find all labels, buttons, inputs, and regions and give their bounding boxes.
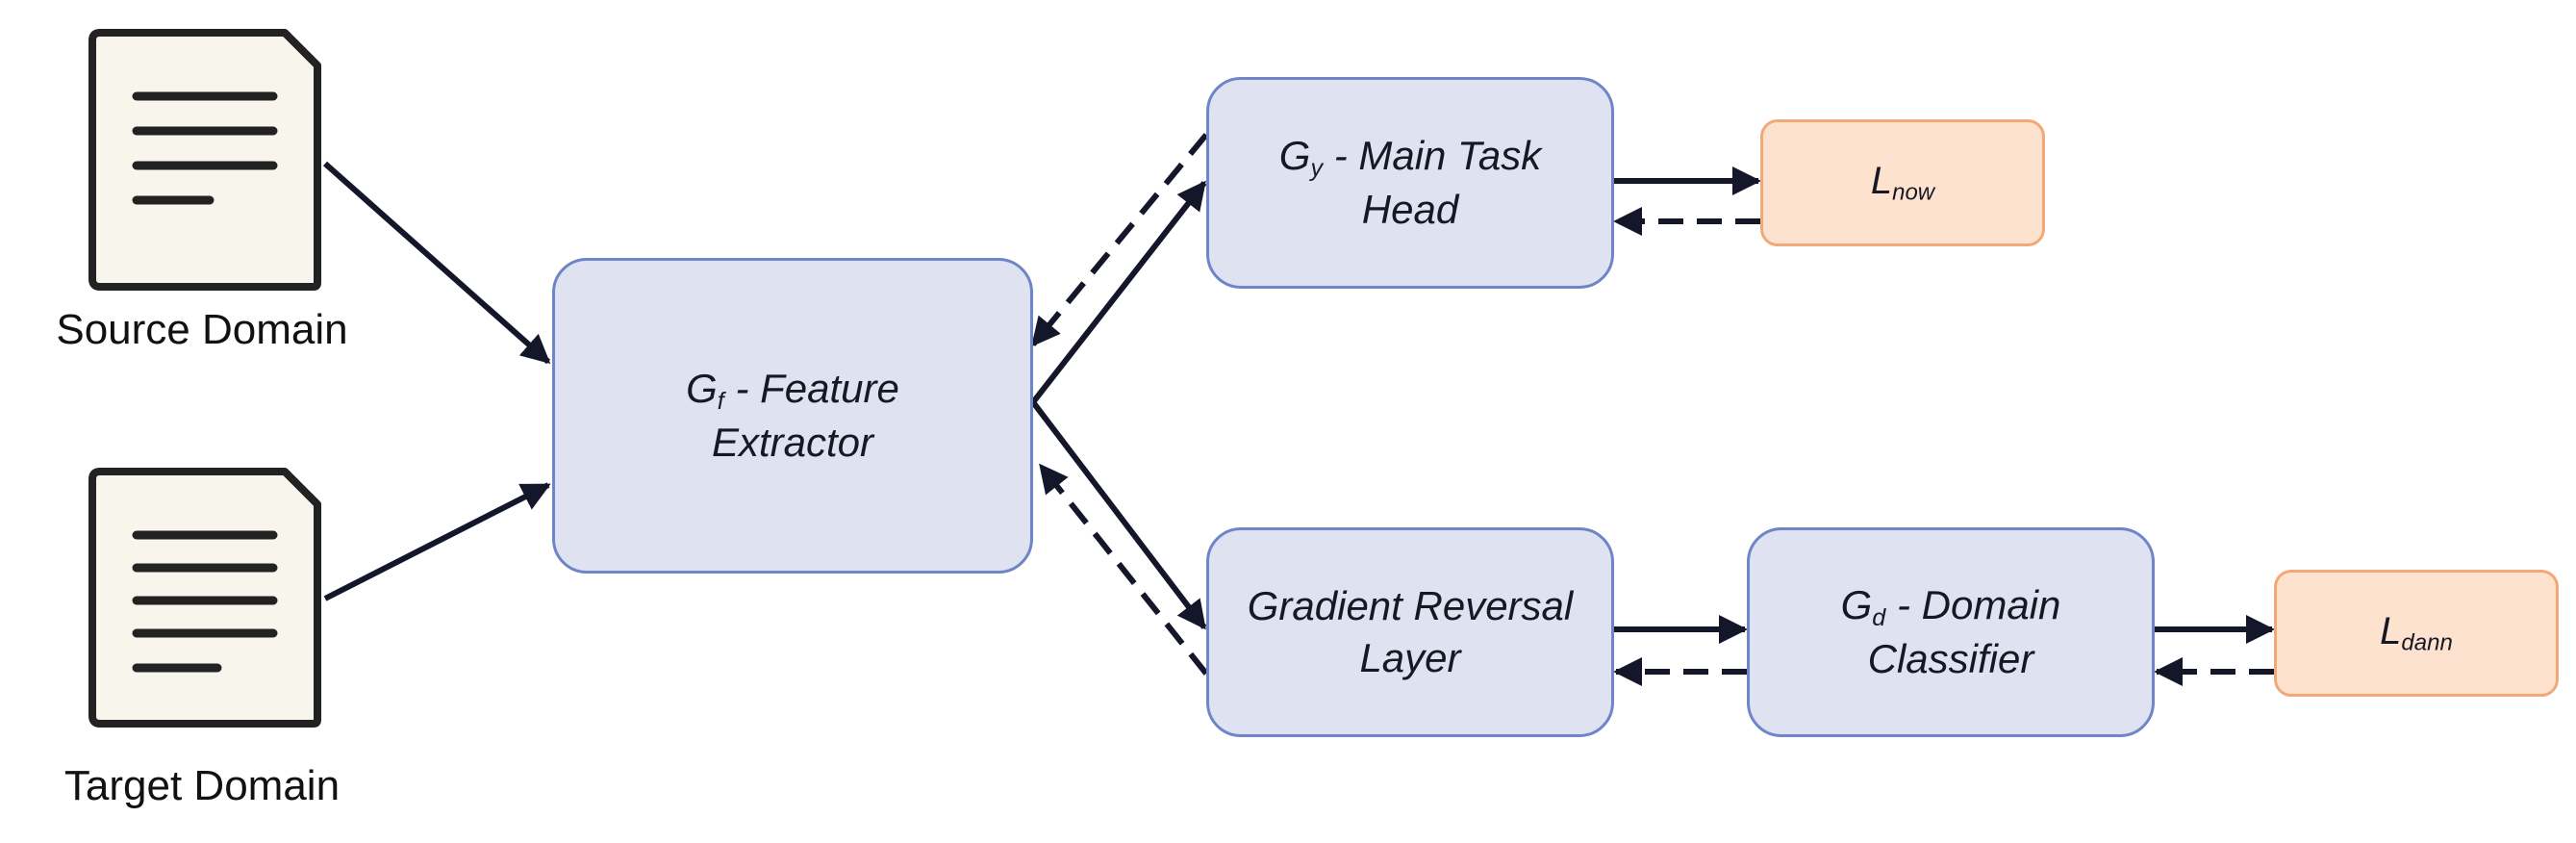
- feature-extractor-node: Gf - Feature Extractor: [552, 258, 1033, 574]
- main-task-head-node: Gy - Main Task Head: [1206, 77, 1614, 289]
- main-task-head-line2: Head: [1361, 187, 1459, 233]
- gradient-reversal-line2: Layer: [1359, 635, 1461, 680]
- feature-extractor-line2: Extractor: [711, 420, 874, 466]
- loss-now-symbol: L: [1870, 159, 1893, 202]
- feature-extractor-symbol: G: [686, 365, 718, 411]
- arrow-grl-to-extractor-dashed: [1038, 463, 1209, 676]
- arrow-source-to-extractor: [323, 161, 551, 365]
- main-task-head-text: - Main Task: [1323, 132, 1542, 178]
- loss-dann-symbol: L: [2380, 609, 2402, 652]
- feature-extractor-subscript: f: [717, 388, 724, 416]
- loss-now-box: Lnow: [1760, 119, 2045, 246]
- source-domain-label: Source Domain: [56, 306, 348, 353]
- target-domain-label: Target Domain: [63, 762, 341, 809]
- target-document-icon: [88, 468, 321, 728]
- domain-classifier-line2: Classifier: [1867, 636, 2034, 682]
- main-task-head-symbol: G: [1278, 132, 1311, 178]
- loss-now-subscript: now: [1892, 179, 1935, 206]
- arrow-extractor-to-grl: [1030, 400, 1207, 630]
- gradient-reversal-line1: Gradient Reversal: [1247, 583, 1574, 629]
- gradient-reversal-layer-node: Gradient Reversal Layer: [1206, 527, 1614, 737]
- arrow-extractor-to-main-head: [1030, 180, 1207, 404]
- main-task-head-subscript: y: [1310, 155, 1324, 183]
- loss-dann-subscript: dann: [2401, 629, 2453, 656]
- arrow-target-to-extractor: [323, 482, 551, 601]
- domain-classifier-node: Gd - Domain Classifier: [1747, 527, 2155, 737]
- source-document-icon: [88, 29, 321, 291]
- loss-dann-box: Ldann: [2274, 570, 2559, 697]
- arrow-main-head-to-extractor-dashed: [1030, 133, 1209, 347]
- domain-classifier-subscript: d: [1872, 604, 1886, 632]
- feature-extractor-text: - Feature: [723, 365, 899, 411]
- domain-classifier-symbol: G: [1840, 581, 1873, 627]
- domain-classifier-text: - Domain: [1885, 581, 2061, 627]
